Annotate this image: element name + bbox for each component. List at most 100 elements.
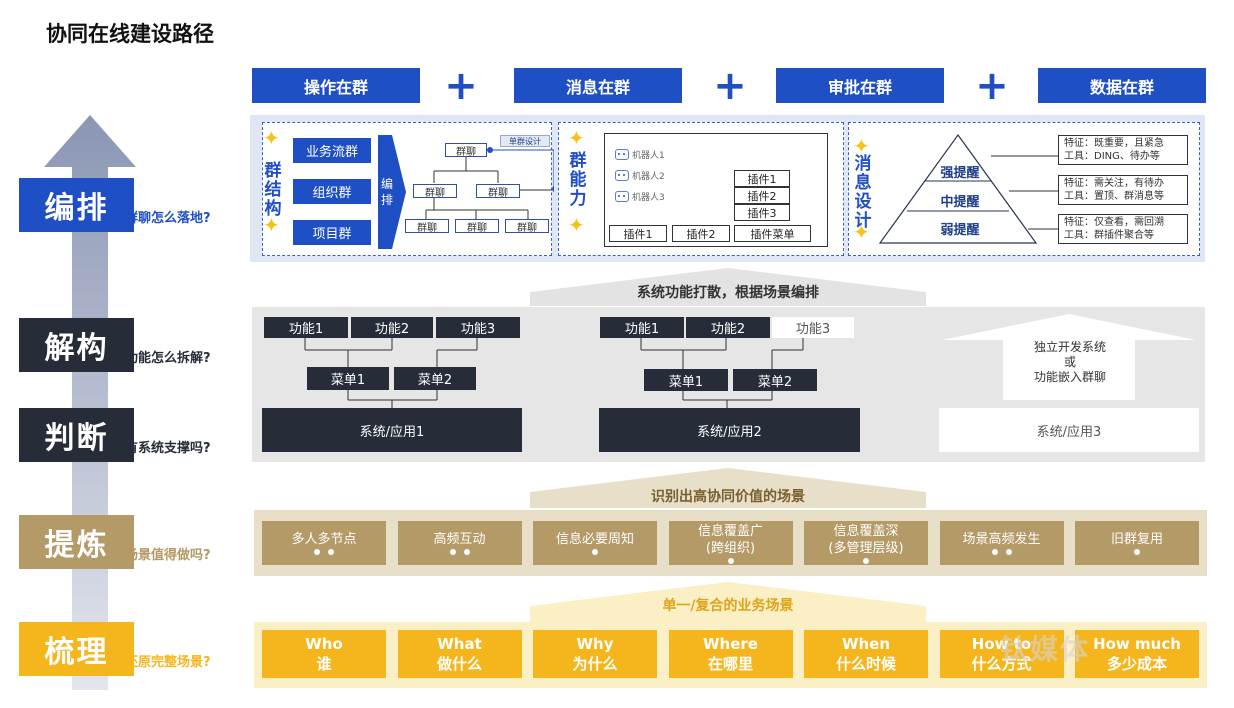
- plugin-row-item: 插件2: [672, 225, 730, 242]
- arrow-label-refine: 识别出高协同价值的场景: [651, 489, 805, 505]
- group-capability-title: 群能力: [569, 151, 587, 209]
- dimension-zh: 谁: [316, 655, 332, 673]
- dimension-zh: 做什么: [436, 655, 482, 673]
- bot-item: 机器人2: [615, 169, 665, 182]
- bot-item: 机器人3: [615, 190, 665, 203]
- plugin-row-item: 插件1: [609, 225, 667, 242]
- feature-box-strong: 特征：既重要，且紧急工具：DING、待办等: [1058, 135, 1188, 165]
- criterion-label: 多人多节点: [291, 532, 357, 547]
- sys2-function-missing: 功能3: [772, 317, 854, 338]
- criterion-sublabel: (跨组织): [705, 540, 756, 556]
- tool-line: 工具：群插件聚合等: [1064, 230, 1154, 241]
- scenario-criterion: 信息必要周知: [533, 521, 657, 565]
- sparkle-icon: ✦: [568, 126, 585, 150]
- level-judge-question: 有系统支撑吗?: [125, 441, 211, 456]
- gray-up-arrow: [530, 268, 926, 306]
- criterion-sublabel: (多管理层级): [828, 540, 904, 556]
- tree-node-leaf: 群聊: [405, 219, 449, 234]
- sparkle-icon: ✦: [568, 213, 585, 237]
- group-type-business: 业务流群: [293, 138, 371, 163]
- capability-frame: [604, 133, 828, 247]
- dimension-zh: 什么方式: [971, 655, 1032, 673]
- criterion-dots: [991, 549, 1012, 555]
- bot-label: 机器人1: [632, 151, 665, 161]
- dimension-en: How to: [971, 635, 1032, 653]
- criterion-label: 高频互动: [433, 532, 486, 547]
- orchestrate-label: 编排: [380, 177, 393, 207]
- sys1-function: 功能1: [264, 317, 348, 338]
- scenario-criterion: 场景高频发生: [939, 521, 1064, 565]
- level-refine: 提炼: [19, 515, 134, 569]
- single-group-design-tag: 单群设计: [500, 135, 550, 147]
- reminder-medium: 中提醒: [940, 195, 980, 210]
- yellow-up-arrow: [530, 582, 926, 622]
- arrow-label-orchestrate: 系统功能打散，根据场景编排: [637, 285, 819, 301]
- scenario-dimension: Who 谁: [262, 630, 386, 678]
- tool-line: 工具：DING、待办等: [1064, 151, 1160, 162]
- pillar-message: 消息在群: [514, 68, 682, 103]
- scenario-criterion: 信息覆盖广(跨组织): [668, 521, 793, 565]
- sys2-app: 系统/应用2: [599, 408, 860, 452]
- bot-label: 机器人2: [632, 172, 665, 182]
- criterion-dots: [1134, 549, 1140, 555]
- dot-marker: [449, 549, 456, 555]
- sys1-function: 功能3: [436, 317, 520, 338]
- dimension-en: Why: [576, 635, 614, 653]
- criterion-label: 信息覆盖广: [697, 523, 763, 539]
- sys2-menu: 菜单1: [644, 369, 728, 391]
- group-structure-title: 群结构: [264, 161, 282, 219]
- sparkle-icon: ✦: [263, 126, 280, 150]
- plugin-stack-item: 插件3: [734, 204, 790, 221]
- robot-icon: [615, 191, 629, 202]
- criterion-label: 场景高频发生: [962, 532, 1041, 547]
- scenario-dimension: What 做什么: [397, 630, 522, 678]
- tree-node-mid: 群聊: [476, 184, 520, 199]
- sys3-white-arrow: [942, 314, 1196, 400]
- level-deconstruct-question: 功能怎么拆解?: [125, 351, 211, 366]
- dot-marker: [1005, 549, 1012, 555]
- dimension-en: How much: [1093, 635, 1181, 653]
- robot-icon: [615, 149, 629, 160]
- plus-icon: +: [975, 63, 1009, 109]
- sys3-note-line: 功能嵌入群聊: [1033, 370, 1106, 384]
- bot-label: 机器人3: [632, 193, 665, 203]
- scenario-criterion: 旧群复用: [1075, 521, 1199, 565]
- dimension-zh: 为什么: [572, 655, 618, 673]
- scenario-dimension: How to 什么方式: [939, 630, 1064, 678]
- deconstruct-connectors: [304, 338, 804, 408]
- sys3-note-line: 独立开发系统: [1033, 340, 1106, 354]
- dimension-en: Who: [305, 635, 343, 653]
- criterion-label: 旧群复用: [1110, 532, 1163, 547]
- level-organize-question: 还原完整场景?: [125, 655, 211, 670]
- sys3-note: 独立开发系统 或 功能嵌入群聊: [1004, 340, 1136, 385]
- criterion-dots: [592, 549, 598, 555]
- criterion-label: 信息必要周知: [555, 532, 634, 547]
- plugin-menu: 插件菜单: [734, 225, 811, 242]
- sys1-app: 系统/应用1: [262, 408, 522, 452]
- tree-node-top: 群聊: [445, 143, 487, 158]
- group-type-project: 项目群: [293, 220, 371, 245]
- reminder-strong: 强提醒: [940, 166, 980, 181]
- criterion-dots: [727, 557, 734, 564]
- sys3-app: 系统/应用3: [939, 408, 1199, 452]
- bot-item: 机器人1: [615, 148, 665, 161]
- dimension-en: What: [437, 635, 482, 653]
- dot-marker: [863, 557, 869, 564]
- group-tree-connectors: [425, 147, 554, 219]
- dot-marker: [592, 549, 598, 555]
- orchestrate-chevron-icon: [378, 135, 406, 249]
- criterion-label: 信息覆盖深: [833, 523, 899, 539]
- level-orchestrate: 编排: [19, 178, 134, 232]
- level-orchestrate-question: 群聊怎么落地?: [125, 211, 211, 226]
- scenario-criterion: 信息覆盖深(多管理层级): [804, 521, 928, 565]
- dimension-zh: 什么时候: [835, 655, 896, 673]
- level-organize: 梳理: [19, 622, 134, 676]
- dot-marker: [1134, 549, 1140, 555]
- level-judge: 判断: [19, 408, 134, 462]
- reminder-pyramid: [878, 133, 1058, 244]
- robot-icon: [615, 170, 629, 181]
- reminder-weak: 弱提醒: [940, 223, 980, 238]
